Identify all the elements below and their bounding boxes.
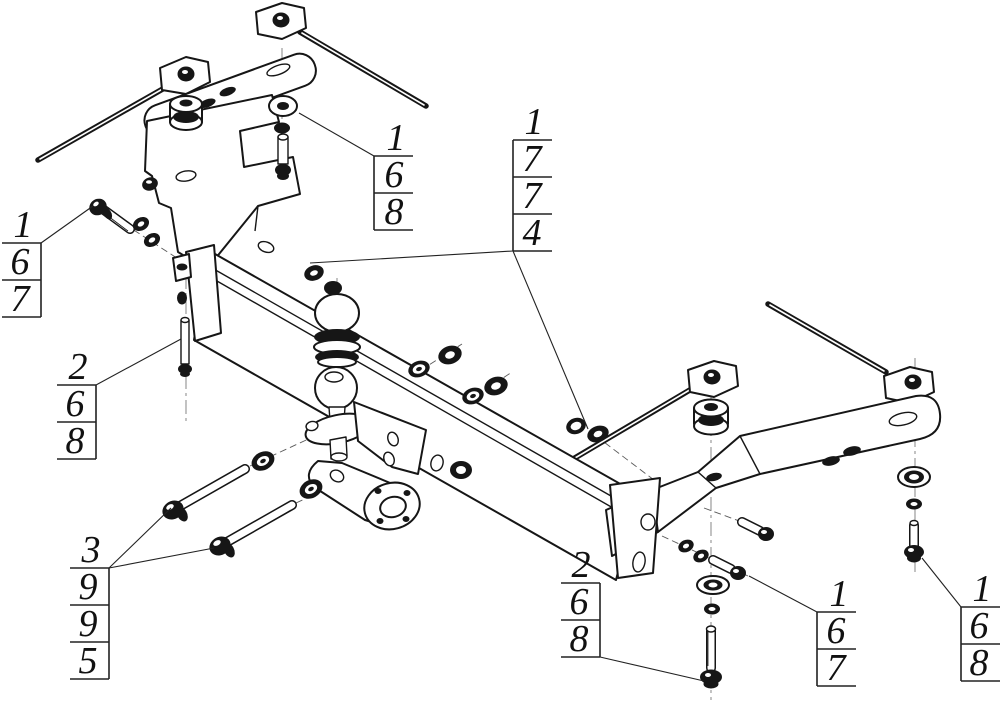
callout-part-number: 6 <box>970 605 989 647</box>
callout-part-number: 7 <box>827 647 848 689</box>
left-washer-bolt-stack <box>268 95 298 180</box>
callout-ref: 2 <box>572 544 591 586</box>
crossbar-beam <box>193 249 639 581</box>
callout-ref: 1 <box>973 568 992 610</box>
callout-bottom-middle-2-6-8: 2 6 8 <box>561 544 601 660</box>
leader-lines <box>40 112 962 682</box>
callout-part-number: 6 <box>827 610 846 652</box>
callout-part-number: 4 <box>523 212 542 254</box>
callout-part-number: 8 <box>570 618 589 660</box>
beam-left-end-plate <box>172 244 222 342</box>
callout-bottom-left-3-9-9-5: 3 9 9 5 <box>70 529 110 682</box>
left-loose-bolt <box>89 198 135 234</box>
callout-part-number: 8 <box>970 642 989 684</box>
callout-part-number: 7 <box>523 138 544 180</box>
callout-part-number: 5 <box>79 640 98 682</box>
backing-plate <box>307 460 421 531</box>
callout-ref: 1 <box>525 101 544 143</box>
callout-ref: 2 <box>69 346 88 388</box>
callout-bottom-right-1-6-7: 1 6 7 <box>816 573 856 689</box>
towball-assembly <box>304 265 427 531</box>
tie-rod-rear-left <box>255 2 429 109</box>
callout-part-number: 6 <box>385 154 404 196</box>
callout-ref: 1 <box>387 117 406 159</box>
right-small-fasteners <box>678 517 774 580</box>
left-rubber-bushing <box>169 95 203 131</box>
callout-middle-1-7-7-4: 1 7 7 4 <box>512 101 552 254</box>
callout-ref: 1 <box>14 204 33 246</box>
callout-part-number: 8 <box>385 191 404 233</box>
beam-right-end-plate <box>609 477 661 579</box>
ball-support-bracket <box>353 401 427 475</box>
callout-part-number: 9 <box>79 566 98 608</box>
callout-left-middle-2-6-8: 2 6 8 <box>57 346 97 462</box>
ball-flange-plate <box>304 412 372 462</box>
right-washer-bolt-stack <box>897 466 931 563</box>
tie-rod-rear-right <box>765 301 935 404</box>
tie-rod-front-right <box>565 360 739 465</box>
callout-part-number: 7 <box>523 175 544 217</box>
callout-far-right-1-6-8: 1 6 8 <box>960 568 1000 684</box>
mid-fasteners <box>408 345 609 443</box>
long-mounting-bolts <box>162 451 323 558</box>
callout-ref: 1 <box>830 573 849 615</box>
callout-top-middle-1-6-8: 1 6 8 <box>373 117 413 233</box>
callout-part-number: 7 <box>11 278 32 320</box>
callout-ref: 3 <box>81 529 101 571</box>
left-stud-bolt <box>178 316 192 377</box>
left-side-bracket <box>142 94 301 264</box>
left-washers <box>132 216 161 248</box>
callout-part-number: 6 <box>11 241 30 283</box>
callout-part-number: 6 <box>570 581 589 623</box>
callout-left-1-6-7: 1 6 7 <box>2 204 42 320</box>
bottom-washer-bolt-stack <box>696 575 730 689</box>
callout-part-number: 8 <box>66 420 85 462</box>
callout-part-number: 9 <box>79 603 98 645</box>
right-rubber-bushing <box>693 398 729 436</box>
ball-pin-top <box>324 281 342 295</box>
callout-part-number: 6 <box>66 383 85 425</box>
